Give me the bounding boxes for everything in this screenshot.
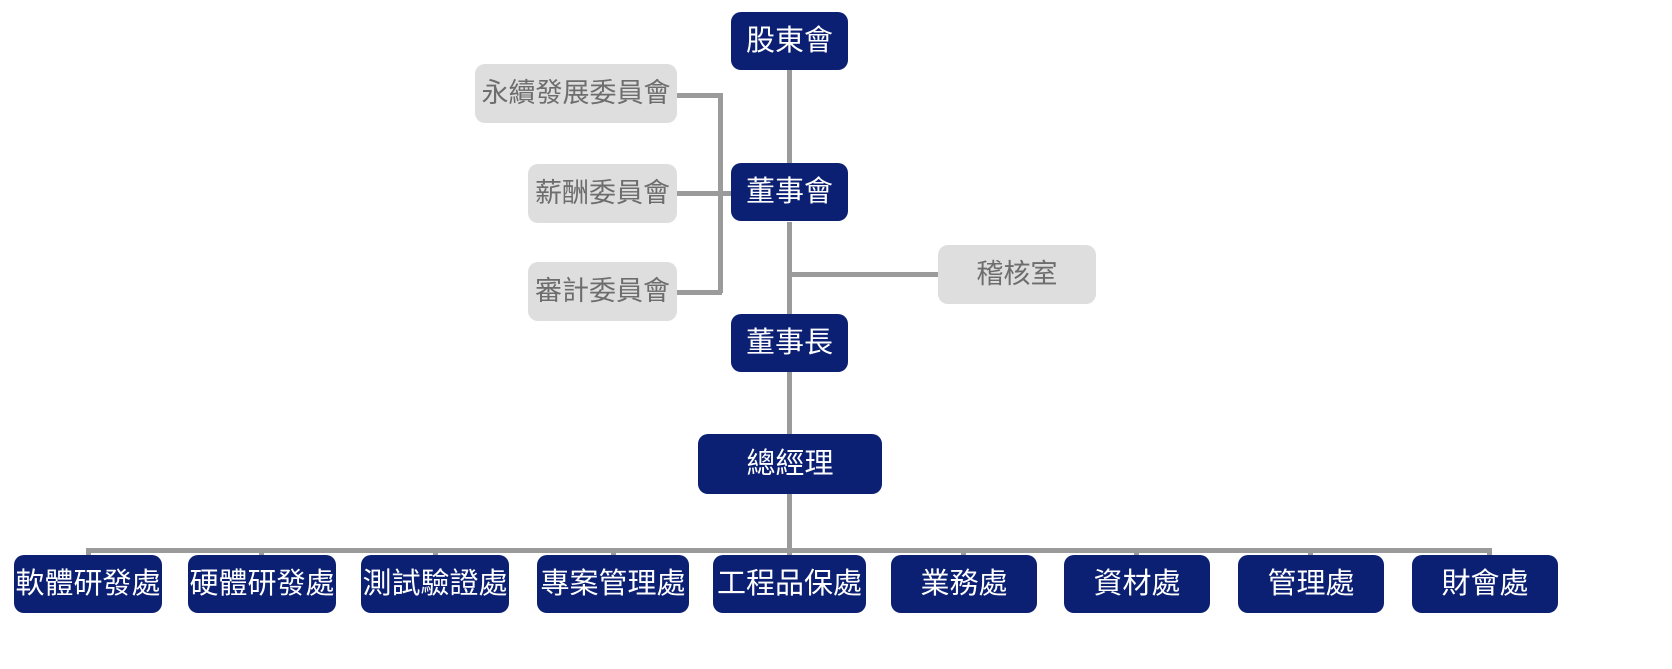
node-department-6[interactable]: 業務處 bbox=[891, 555, 1037, 613]
node-chairman[interactable]: 董事長 bbox=[731, 314, 848, 372]
node-audit-office[interactable]: 稽核室 bbox=[938, 245, 1096, 304]
node-sustainability-committee[interactable]: 永續發展委員會 bbox=[475, 64, 677, 123]
node-compensation-committee[interactable]: 薪酬委員會 bbox=[528, 164, 677, 223]
node-department-2[interactable]: 硬體研發處 bbox=[188, 555, 336, 613]
node-department-7[interactable]: 資材處 bbox=[1064, 555, 1210, 613]
connector-sustainability-committee bbox=[676, 93, 722, 98]
node-shareholders-meeting[interactable]: 股東會 bbox=[731, 12, 848, 70]
node-department-3[interactable]: 測試驗證處 bbox=[361, 555, 509, 613]
node-department-4[interactable]: 專案管理處 bbox=[537, 555, 689, 613]
node-department-5[interactable]: 工程品保處 bbox=[713, 555, 866, 613]
connector-chairman-to-gm bbox=[787, 372, 792, 434]
node-board-of-directors[interactable]: 董事會 bbox=[731, 163, 848, 221]
node-audit-committee[interactable]: 審計委員會 bbox=[528, 262, 677, 321]
connector-board-to-chairman bbox=[787, 222, 792, 315]
connector-shareholders-to-board bbox=[787, 68, 792, 163]
connector-compensation-committee bbox=[670, 191, 722, 196]
connector-gm-to-department-bus bbox=[787, 493, 792, 550]
node-department-8[interactable]: 管理處 bbox=[1238, 555, 1384, 613]
connector-audit-office bbox=[790, 272, 940, 277]
node-general-manager[interactable]: 總經理 bbox=[698, 434, 882, 494]
connector-audit-committee bbox=[676, 290, 722, 295]
node-department-9[interactable]: 財會處 bbox=[1412, 555, 1558, 613]
node-department-1[interactable]: 軟體研發處 bbox=[14, 555, 162, 613]
